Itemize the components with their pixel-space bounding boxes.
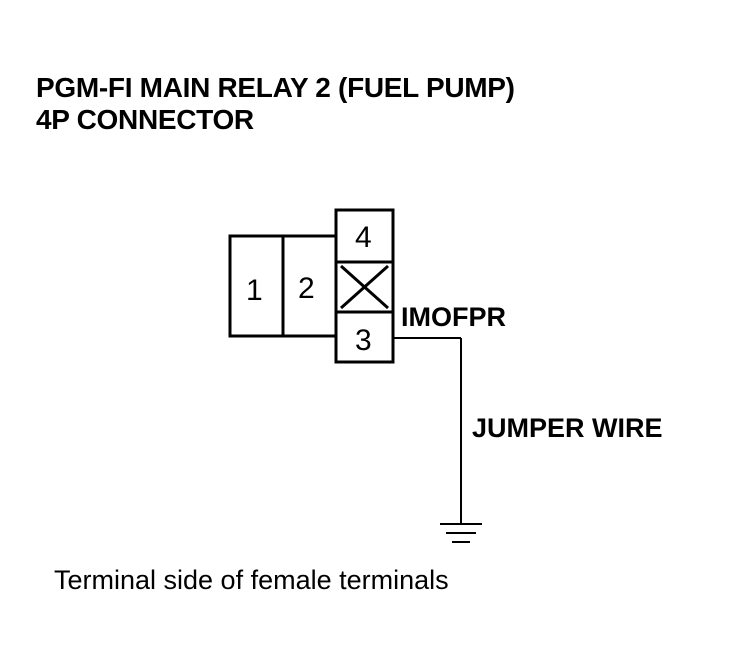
pin-label-3: 3 xyxy=(355,324,372,357)
jumper-wire-label: JUMPER WIRE xyxy=(472,413,663,443)
signal-label: IMOFPR xyxy=(401,302,506,332)
title-line-2: 4P CONNECTOR xyxy=(36,104,254,135)
ground-symbol-icon xyxy=(440,523,482,543)
pin-label-2: 2 xyxy=(298,272,315,305)
connector-body xyxy=(228,208,395,364)
pin-label-1: 1 xyxy=(246,274,263,307)
diagram-caption: Terminal side of female terminals xyxy=(54,565,449,595)
jumper-wire xyxy=(393,337,462,524)
x-cavity-icon xyxy=(340,264,389,310)
diagram-title: PGM-FI MAIN RELAY 2 (FUEL PUMP) 4P CONNE… xyxy=(36,72,515,136)
pin-label-4: 4 xyxy=(355,221,372,254)
title-line-1: PGM-FI MAIN RELAY 2 (FUEL PUMP) xyxy=(36,72,515,103)
